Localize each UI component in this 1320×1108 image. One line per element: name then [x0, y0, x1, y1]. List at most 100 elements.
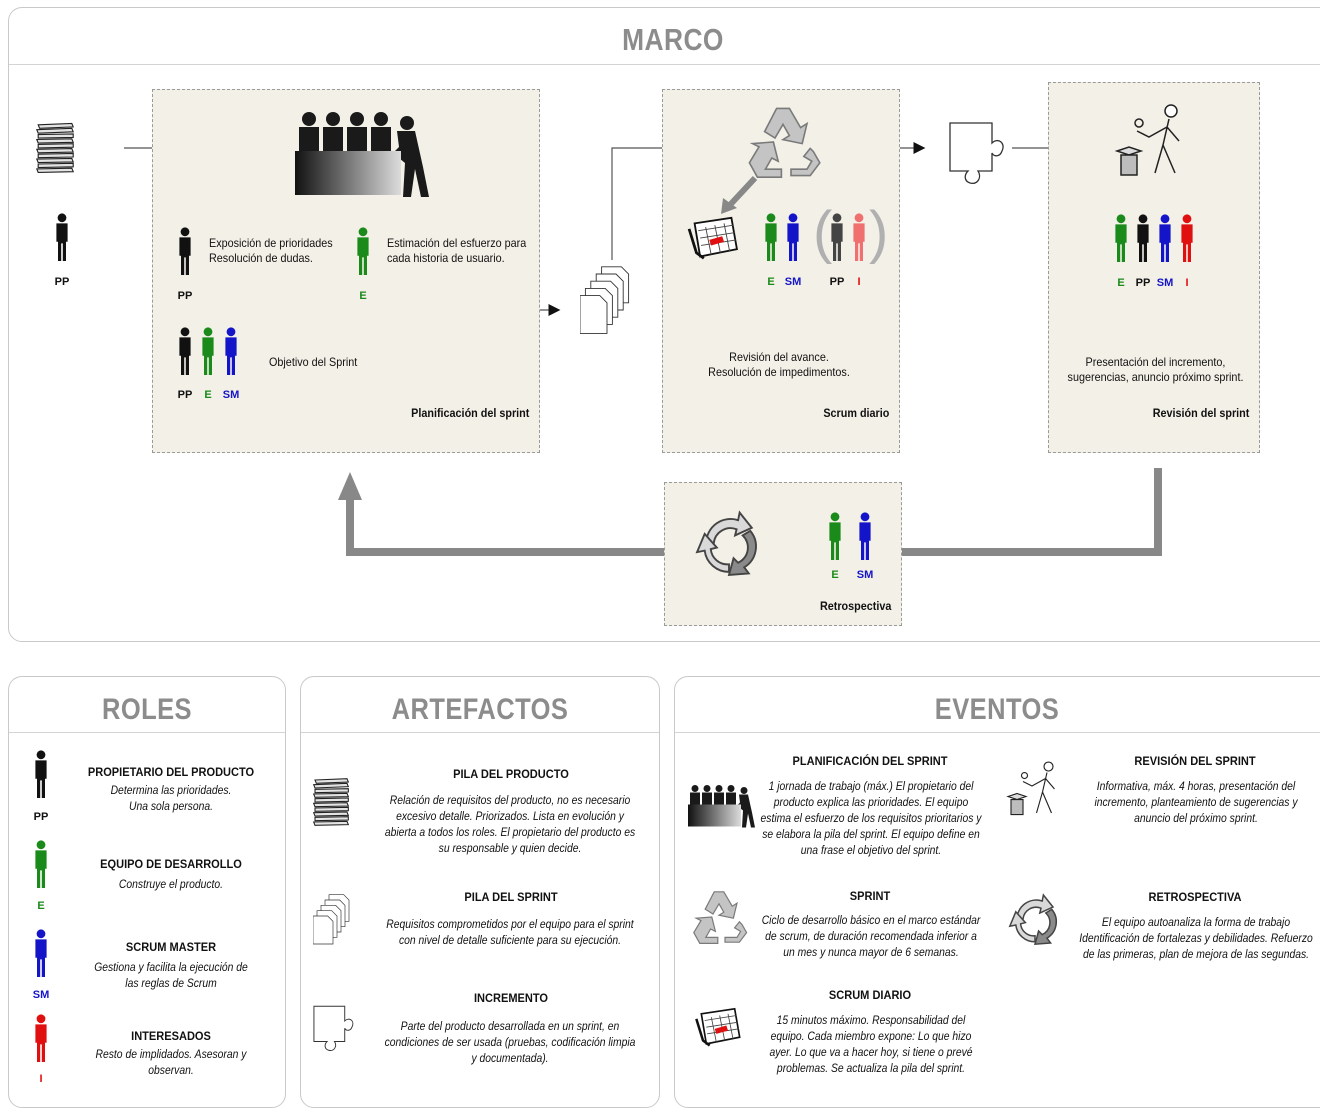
pp-person-icon	[54, 206, 70, 268]
planning-team-label-e: E	[204, 389, 212, 401]
roles-title: ROLES	[102, 693, 192, 726]
review-text: Presentación del incremento, sugerencias…	[1067, 355, 1244, 384]
sm-person-icon	[1157, 207, 1173, 269]
sprint-backlog-icon	[313, 891, 353, 949]
planning-e-label: E	[359, 290, 367, 302]
eventos-item-name: PLANIFICACIÓN DEL SPRINT	[792, 754, 948, 768]
sm-person-icon	[785, 206, 801, 268]
roles-item-name: SCRUM MASTER	[125, 940, 217, 954]
sprint-review-stage: E PP SM I Presentación del incremento, s…	[1048, 82, 1260, 453]
artefactos-item-name: PILA DEL PRODUCTO	[453, 767, 569, 781]
artefactos-item-desc: Requisitos comprometidos por el equipo p…	[386, 919, 634, 947]
sprint-backlog-icon	[580, 262, 634, 340]
pp-person-icon	[829, 206, 845, 268]
sprint-cycle-icon	[689, 887, 749, 947]
marco-header-divider	[9, 64, 1320, 65]
pp-person-icon	[33, 743, 49, 805]
roles-item-name: EQUIPO DE DESARROLLO	[100, 857, 242, 871]
eventos-item-name: SCRUM DIARIO	[828, 988, 912, 1002]
planning-pp-text: Exposición de prioridades Resolución de …	[209, 236, 333, 265]
sm-person-icon	[857, 507, 873, 565]
roles-panel: ROLES PP PROPIETARIO DEL PRODUCTO Determ…	[8, 676, 286, 1108]
retro-label-e: E	[831, 569, 839, 581]
review-label-i: I	[1185, 277, 1189, 289]
review-label-pp: PP	[1135, 277, 1151, 289]
roles-item-label-e: E	[37, 900, 45, 912]
e-person-icon	[200, 320, 216, 382]
review-label-e: E	[1117, 277, 1125, 289]
pp-person-icon	[1135, 207, 1151, 269]
roles-item-desc: Construye el producto.	[118, 879, 224, 891]
daily-label-i: I	[857, 276, 861, 288]
pp-person-icon	[177, 220, 193, 282]
daily-text: Revisión del avance. Resolución de imped…	[708, 350, 850, 379]
daily-label-pp: PP	[829, 276, 845, 288]
eventos-item-name: RETROSPECTIVA	[1148, 890, 1242, 904]
daily-scrum-stage: ( ) E SM PP I Revisión del avance. Resol…	[662, 89, 900, 453]
artefactos-title: ARTEFACTOS	[391, 693, 569, 726]
artefactos-item-name: INCREMENTO	[473, 991, 549, 1005]
artefactos-item-desc: Relación de requisitos del producto, no …	[384, 795, 636, 855]
product-backlog-icon	[311, 775, 351, 833]
planning-pp-label: PP	[177, 290, 193, 302]
i-person-icon	[1179, 207, 1195, 269]
backlog-role-label: PP	[54, 276, 70, 288]
planning-stage-title: Planificación del sprint	[410, 406, 529, 420]
eventos-item-desc: Informativa, máx. 4 horas, presentación …	[1094, 781, 1298, 825]
eventos-item-desc: 15 minutos máximo. Responsabilidad del e…	[769, 1015, 973, 1075]
e-person-icon	[1113, 207, 1129, 269]
roles-item-name: INTERESADOS	[131, 1029, 211, 1043]
eventos-item-desc: Ciclo de desarrollo básico en el marco e…	[761, 915, 981, 959]
roles-item-name: PROPIETARIO DEL PRODUCTO	[87, 765, 255, 779]
sm-person-icon	[223, 320, 239, 382]
daily-stage-title: Scrum diario	[822, 406, 889, 420]
artefactos-panel: ARTEFACTOS PILA DEL PRODUCTO Relación de…	[300, 676, 660, 1108]
roles-header-divider	[9, 732, 285, 733]
observer-bracket: (	[813, 200, 833, 265]
eventos-item-name: SPRINT	[849, 889, 891, 903]
e-person-icon	[763, 206, 779, 268]
artefactos-header-divider	[301, 732, 659, 733]
reviewer-icon	[1005, 759, 1065, 819]
calendar-icon	[693, 1007, 743, 1049]
roles-item-label-pp: PP	[33, 811, 49, 823]
product-backlog-icon	[34, 102, 76, 198]
review-stage-title: Revisión del sprint	[1152, 406, 1249, 420]
meeting-icon	[685, 781, 755, 829]
daily-arrow	[721, 175, 758, 214]
sprint-objective-label: Objetivo del Sprint	[269, 355, 358, 369]
e-person-icon	[355, 220, 371, 282]
planning-e-text: Estimación del esfuerzo para cada histor…	[387, 236, 527, 265]
retro-stage-title: Retrospectiva	[819, 599, 891, 613]
increment-icon	[946, 114, 1006, 194]
review-label-sm: SM	[1156, 277, 1174, 289]
meeting-icon	[289, 107, 429, 197]
reviewer-icon	[1113, 101, 1193, 181]
retro-label-sm: SM	[856, 569, 874, 581]
increment-icon	[311, 999, 355, 1059]
planning-team-label-pp: PP	[177, 389, 193, 401]
i-person-icon	[33, 1007, 49, 1069]
planning-team-label-sm: SM	[222, 389, 240, 401]
eventos-header-divider	[675, 732, 1320, 733]
daily-label-e: E	[767, 276, 775, 288]
roles-item-desc: Gestiona y facilita la ejecución de las …	[94, 962, 248, 990]
eventos-item-name: REVISIÓN DEL SPRINT	[1134, 754, 1256, 768]
e-person-icon	[33, 833, 49, 895]
daily-label-sm: SM	[784, 276, 802, 288]
marco-title: MARCO	[622, 22, 724, 57]
retrospective-cycle-icon	[1005, 889, 1065, 949]
artefactos-item-desc: Parte del producto desarrollada en un sp…	[384, 1021, 636, 1065]
eventos-item-desc: El equipo autoanaliza la forma de trabaj…	[1079, 917, 1313, 961]
artefactos-item-name: PILA DEL SPRINT	[464, 890, 558, 904]
retrospective-stage: E SM Retrospectiva	[664, 482, 902, 626]
planning-stage: PP Exposición de prioridades Resolución …	[152, 89, 540, 453]
roles-item-desc: Determina las prioridades. Una sola pers…	[110, 785, 232, 813]
retrospective-cycle-icon	[691, 505, 767, 581]
eventos-item-desc: 1 jornada de trabajo (máx.) El propietar…	[760, 781, 982, 857]
eventos-title: EVENTOS	[934, 693, 1060, 726]
i-person-icon	[851, 206, 867, 268]
calendar-icon	[685, 216, 741, 262]
eventos-panel: EVENTOS PLANIFICACIÓN DEL SPRINT 1 jorna…	[674, 676, 1320, 1108]
roles-item-label-i: I	[39, 1073, 43, 1085]
